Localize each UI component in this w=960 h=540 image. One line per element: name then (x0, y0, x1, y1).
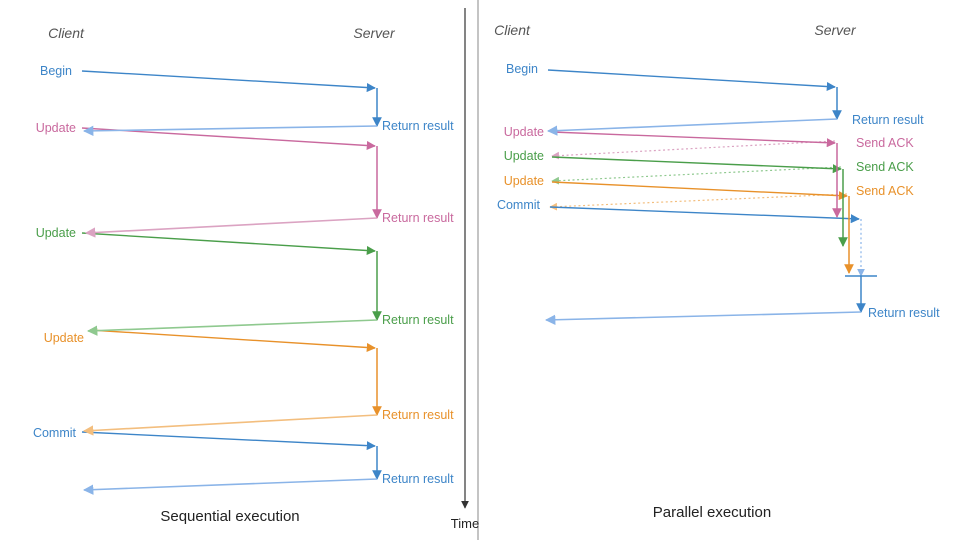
request-arrow (89, 329, 376, 353)
server-message-label-1: Send ACK (856, 136, 914, 150)
request-arrow (551, 131, 836, 148)
panel-caption-parallel: Parallel execution (653, 504, 771, 521)
client-message-label-1: Update (504, 125, 544, 139)
server-message-label-3: Send ACK (856, 184, 914, 198)
client-message-label-2: Update (36, 226, 76, 240)
server-message-label-3: Return result (382, 408, 454, 422)
response-arrow (84, 217, 378, 238)
server-message-label-1: Return result (382, 211, 454, 225)
server-message-label-2: Return result (382, 313, 454, 327)
client-message-label-4: Commit (33, 426, 77, 440)
lane-title-client-sequential: Client (48, 25, 85, 41)
ack-dashed-arrow (549, 193, 848, 211)
request-arrow (547, 69, 836, 92)
request-arrow (81, 431, 376, 451)
server-message-label-4: Return result (868, 306, 940, 320)
client-message-label-0: Begin (40, 64, 72, 78)
server-message-label-4: Return result (382, 472, 454, 486)
server-message-label-2: Send ACK (856, 160, 914, 174)
server-message-label-0: Return result (852, 113, 924, 127)
client-message-label-3: Update (44, 331, 84, 345)
response-arrow (82, 414, 378, 436)
response-arrow (82, 125, 378, 137)
response-arrow (544, 311, 862, 325)
time-axis-label: Time (451, 516, 479, 531)
request-arrow (551, 181, 848, 201)
request-arrow (81, 70, 376, 93)
client-message-label-0: Begin (506, 62, 538, 76)
panel-caption-sequential: Sequential execution (160, 508, 299, 525)
request-arrow (549, 206, 860, 224)
response-arrow (546, 118, 838, 136)
request-arrow (81, 232, 376, 256)
client-message-label-3: Update (504, 174, 544, 188)
ack-dashed-arrow (551, 166, 842, 185)
request-arrow (551, 156, 842, 174)
ack-dashed-arrow (551, 140, 836, 160)
response-arrow (86, 319, 378, 336)
client-message-label-1: Update (36, 121, 76, 135)
lane-title-client-parallel: Client (494, 22, 531, 38)
client-message-label-2: Update (504, 149, 544, 163)
server-message-label-0: Return result (382, 119, 454, 133)
client-message-label-4: Commit (497, 198, 541, 212)
lane-title-server-sequential: Server (353, 25, 396, 41)
response-arrow (82, 478, 378, 495)
time-axis-layer: Time (451, 0, 479, 540)
lane-title-server-parallel: Server (814, 22, 857, 38)
